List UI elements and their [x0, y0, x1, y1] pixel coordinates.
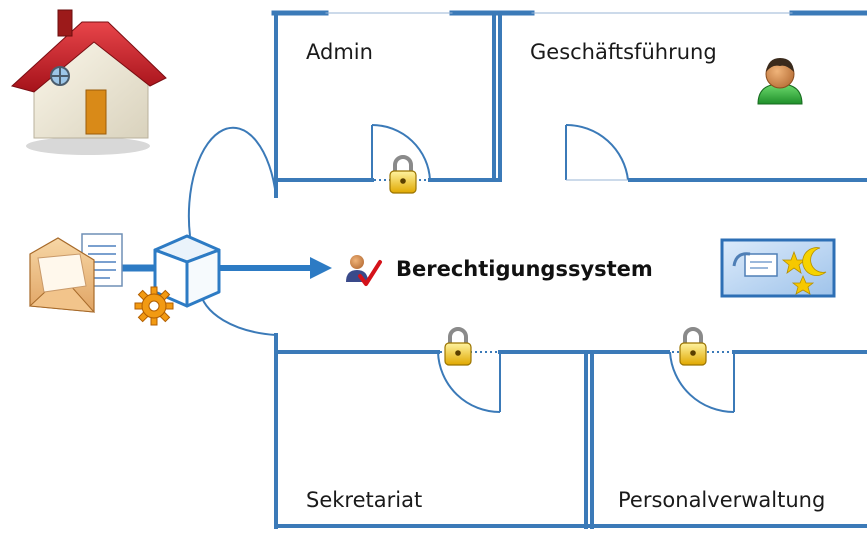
door-management-arc	[565, 123, 629, 181]
gear-icon	[134, 286, 174, 326]
door-personnel-arc	[669, 351, 735, 414]
entrance-arc-top	[187, 126, 277, 237]
flow-arrows	[120, 257, 332, 279]
walls	[271, 10, 867, 531]
message-night-icon	[720, 238, 836, 298]
door-secretariat-arc	[437, 351, 501, 413]
email-document-icon	[28, 233, 123, 313]
room-label-admin: Admin	[306, 40, 373, 64]
house-icon	[10, 9, 167, 155]
arrow-head	[310, 257, 332, 279]
user-icon	[757, 58, 803, 105]
room-label-secretariat: Sekretariat	[306, 488, 423, 512]
doors	[187, 123, 735, 414]
user-check-icon	[346, 255, 382, 286]
cube-icon	[153, 234, 221, 308]
room-label-management: Geschäftsführung	[530, 40, 717, 64]
lock-icon	[389, 155, 417, 194]
room-label-personnel: Personalverwaltung	[618, 488, 826, 512]
lock-icon	[444, 327, 472, 366]
door-admin-arc	[371, 123, 431, 181]
center-label: Berechtigungssystem	[396, 257, 653, 281]
lock-icon	[679, 327, 707, 366]
